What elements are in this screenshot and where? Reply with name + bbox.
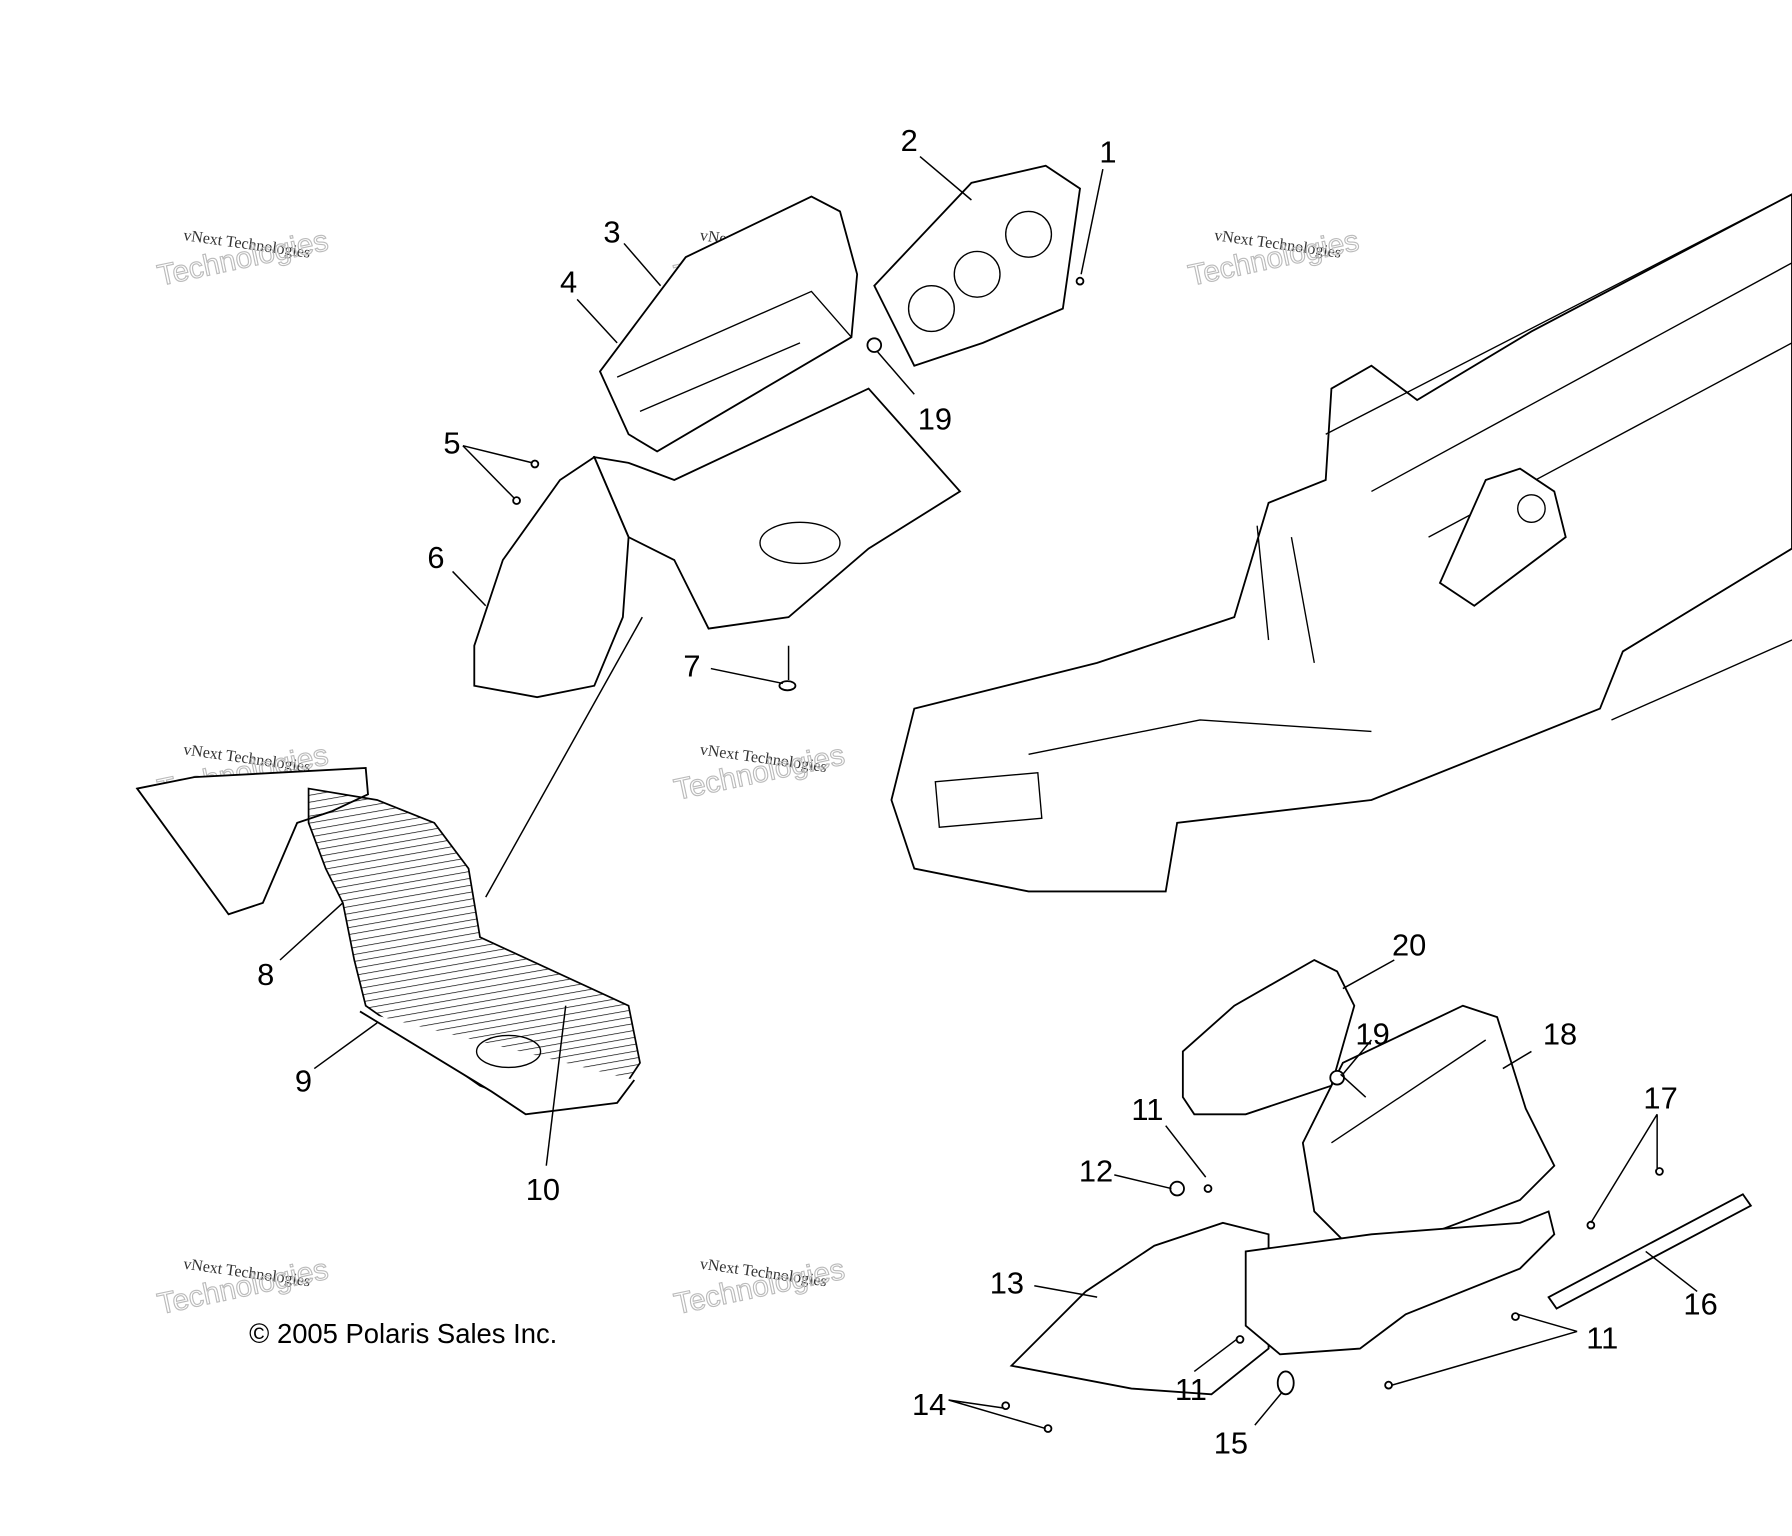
callout-7: 7 [683, 649, 700, 684]
callout-9: 9 [295, 1063, 312, 1098]
callout-11b: 11 [1586, 1321, 1618, 1356]
callout-14: 14 [912, 1387, 946, 1422]
part-2-gauge-panel[interactable] [873, 164, 1081, 367]
part-8-9-10-seat-pan[interactable] [135, 767, 641, 1116]
callout-11a: 11 [1131, 1092, 1163, 1127]
chassis-frame[interactable] [890, 193, 1792, 893]
part-6-console[interactable] [473, 387, 962, 699]
callout-6: 6 [427, 540, 444, 575]
part-3-4-hood-upper[interactable] [598, 195, 859, 453]
callouts: 1 2 3 4 19 5 6 7 8 9 10 20 19 18 11 12 1… [257, 123, 1718, 1461]
callout-2: 2 [901, 123, 918, 158]
callout-4: 4 [560, 265, 577, 300]
callout-19b: 19 [1355, 1017, 1389, 1052]
callout-15: 15 [1214, 1426, 1248, 1461]
part-20-pad[interactable] [1181, 958, 1356, 1116]
callout-12: 12 [1079, 1154, 1113, 1189]
callout-13: 13 [990, 1266, 1024, 1301]
callout-19a: 19 [918, 402, 952, 437]
callout-20: 20 [1392, 927, 1426, 962]
callout-16: 16 [1683, 1286, 1717, 1321]
callout-8: 8 [257, 957, 274, 992]
callout-17: 17 [1643, 1081, 1677, 1116]
callout-10: 10 [526, 1172, 560, 1207]
callout-11c: 11 [1175, 1372, 1207, 1407]
part-16-trim-strip[interactable] [1547, 1193, 1753, 1310]
callout-3: 3 [603, 214, 620, 249]
callout-5: 5 [443, 426, 460, 461]
part-13-lower-shroud[interactable] [1009, 1210, 1556, 1396]
leader-lines [279, 156, 1698, 1430]
copyright-text: © 2005 Polaris Sales Inc. [249, 1318, 557, 1349]
callout-1: 1 [1099, 134, 1116, 169]
callout-18: 18 [1543, 1017, 1577, 1052]
